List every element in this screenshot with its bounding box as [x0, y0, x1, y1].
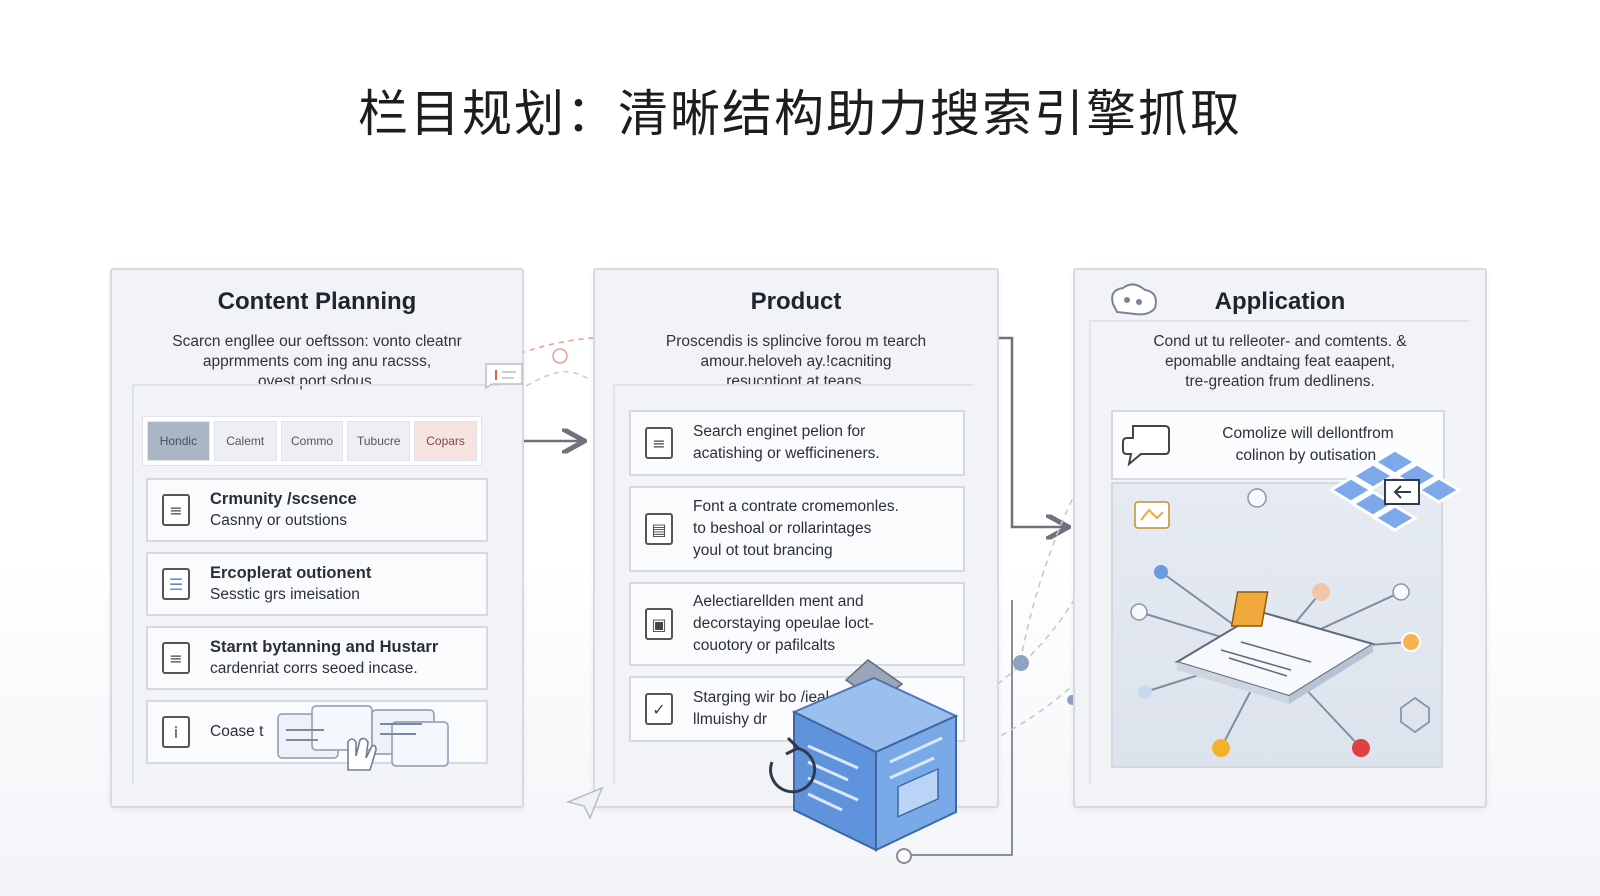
cloud-robot-icon — [1111, 283, 1157, 316]
tab-calemt[interactable]: Calemt — [213, 421, 277, 461]
loop-end-node — [896, 848, 912, 864]
paper-plane-icon — [566, 786, 604, 820]
list-item[interactable]: ▤ Font a contrate cromemonles. to beshoa… — [629, 486, 965, 572]
panel-description: Cond ut tu relleoter- and comtents. & ep… — [1153, 333, 1407, 390]
tab-commo[interactable]: Commo — [280, 421, 344, 461]
bottom-loop-connector — [908, 600, 1013, 856]
cube-icon — [769, 659, 959, 852]
network-illustration — [1130, 488, 1430, 757]
tile-grid-icon — [1328, 450, 1462, 532]
info-icon: ⅰ — [162, 716, 190, 748]
checkbox-icon: ✓ — [645, 693, 673, 725]
category-tabs: Hondic Calemt Commo Tubucre Copars — [142, 416, 482, 466]
document-stack-illustration — [277, 705, 449, 771]
panel-frame — [1089, 320, 1469, 784]
refresh-icon — [769, 746, 817, 794]
document-icon: ▤ — [645, 513, 673, 545]
document-icon: ≡ — [645, 427, 673, 459]
list-icon: ☰ — [162, 568, 190, 600]
content-planning-panel: Content Planning Scarcn engllee our oeft… — [110, 268, 524, 808]
panel-description: Proscendis is splincive forou m tearch a… — [665, 333, 927, 390]
chat-bubble-icon — [1122, 425, 1170, 467]
panel-frame — [132, 384, 502, 784]
panel-title: Content Planning — [217, 288, 417, 315]
panel-title: Application — [1214, 288, 1346, 315]
panel-title: Product — [750, 288, 842, 315]
panel-frame — [613, 384, 973, 784]
tab-hondic[interactable]: Hondic — [147, 421, 210, 461]
image-doc-icon: ▣ — [645, 608, 673, 640]
application-panel: Application Cond ut tu relleoter- and co… — [1073, 268, 1487, 808]
list-item[interactable]: ▣ Aelectiarellden ment and decorstaying … — [629, 582, 965, 666]
tag-icon — [485, 363, 523, 390]
tab-tubucre[interactable]: Tubucre — [347, 421, 411, 461]
tab-copars[interactable]: Copars — [414, 421, 477, 461]
page-title: 栏目规划：清晰结构助力搜索引擎抓取 — [358, 85, 1242, 143]
list-item[interactable]: ≡ Search enginet pelion for acatishing o… — [629, 410, 965, 476]
document-icon: ≡ — [162, 642, 190, 674]
document-icon: ≡ — [162, 494, 190, 526]
panel-description: Scarcn engllee our oeftsson: vonto cleat… — [172, 333, 462, 390]
